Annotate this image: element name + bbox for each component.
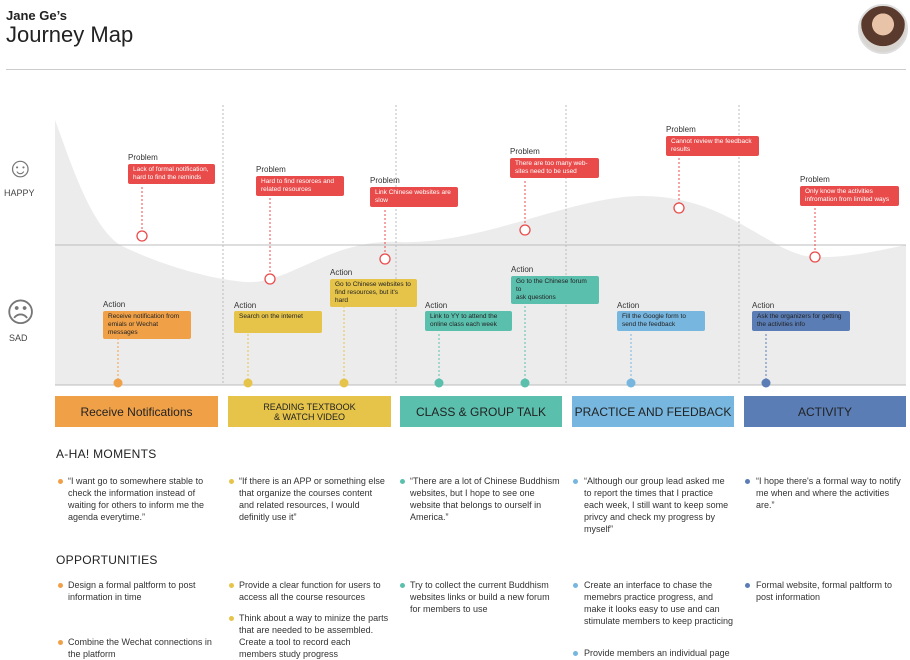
problem-point <box>136 230 148 242</box>
happy-label: HAPPY <box>4 188 35 198</box>
problem-box: Link Chinese websites are slow <box>370 187 458 207</box>
problem-label: Problem <box>510 147 540 156</box>
action-box: Go to Chinese websites to find resources… <box>330 279 417 307</box>
bullet <box>58 583 63 588</box>
action-box: Fill the Google form to send the feedbac… <box>617 311 705 331</box>
action-point <box>243 378 253 388</box>
action-point <box>339 378 349 388</box>
bullet <box>400 583 405 588</box>
action-point <box>761 378 771 388</box>
smile-icon: ☺ <box>6 152 35 183</box>
avatar <box>858 4 908 54</box>
problem-label: Problem <box>256 165 286 174</box>
opportunity-item: Formal website, formal paltform to post … <box>756 580 893 602</box>
opportunity-item: Provide a clear function for users to ac… <box>239 580 381 602</box>
header-divider <box>6 69 906 70</box>
aha-moments-title: A-HA! MOMENTS <box>56 447 157 461</box>
action-label: Action <box>617 301 640 310</box>
action-label: Action <box>234 301 257 310</box>
bullet <box>229 583 234 588</box>
bullet <box>58 479 63 484</box>
stage-label: ACTIVITY <box>797 404 852 419</box>
bullet <box>573 583 578 588</box>
opportunity-item: Try to collect the current Buddhism webs… <box>410 580 550 614</box>
action-box: Link to YY to attend the online class ea… <box>425 311 512 331</box>
aha-item: “I hope there's a formal way to notify m… <box>756 476 901 510</box>
map-owner: Jane Ge’s <box>6 8 67 23</box>
problem-point <box>519 224 531 236</box>
problem-point <box>379 253 391 265</box>
problem-point <box>264 273 276 285</box>
opportunity-item: Create an interface to chase the memebrs… <box>584 580 734 626</box>
problem-point <box>809 251 821 263</box>
bullet <box>573 479 578 484</box>
problem-label: Problem <box>666 125 696 134</box>
problem-label: Problem <box>800 175 830 184</box>
bullet <box>573 651 578 656</box>
action-label: Action <box>425 301 448 310</box>
stage-label: CLASS & GROUP TALK <box>415 404 547 419</box>
aha-item: “If there is an APP or something else th… <box>239 476 385 522</box>
problem-box: There are too many web- sites need to be… <box>510 158 599 178</box>
emotion-curve-chart <box>55 105 906 388</box>
action-label: Action <box>511 265 534 274</box>
stage-practice-feedback: PRACTICE AND FEEDBACK <box>572 396 734 427</box>
frown-icon: ☹ <box>6 297 36 328</box>
opportunity-item: Design a formal paltform to post informa… <box>68 580 196 602</box>
aha-item: “I want go to somewhere stable to check … <box>68 476 205 522</box>
action-box: Ask the organizers for getting the activ… <box>752 311 850 331</box>
action-point <box>434 378 444 388</box>
problem-label: Problem <box>370 176 400 185</box>
bullet <box>400 479 405 484</box>
action-point <box>626 378 636 388</box>
problem-box: Cannot review the feedback results <box>666 136 759 156</box>
problem-point <box>673 202 685 214</box>
action-box: Go to the Chinese forum to ask questions <box>511 276 599 304</box>
bullet <box>229 616 234 621</box>
action-box: Receive notification from emials or Wech… <box>103 311 191 339</box>
opportunity-item: Combine the Wechat connections in the pl… <box>68 637 212 659</box>
problem-box: Lack of formal notification, hard to fin… <box>128 164 215 184</box>
bullet <box>745 479 750 484</box>
aha-item: “Although our group lead asked me to rep… <box>584 476 729 534</box>
stage-reading-textbook: READING TEXTBOOK & WATCH VIDEO <box>228 396 391 427</box>
aha-item: “There are a lot of Chinese Buddhism web… <box>410 476 560 522</box>
bullet <box>745 583 750 588</box>
sad-label: SAD <box>9 333 28 343</box>
bullet <box>58 640 63 645</box>
action-box: Search on the internet <box>234 311 322 333</box>
stage-label: PRACTICE AND FEEDBACK <box>574 404 732 419</box>
action-point <box>113 378 123 388</box>
action-label: Action <box>330 268 353 277</box>
opportunity-item: Provide members an individual page <box>584 648 730 658</box>
action-label: Action <box>103 300 126 309</box>
problem-box: Hard to find resorces and related resour… <box>256 176 344 196</box>
problem-box: Only know the activities infromation fro… <box>800 186 899 206</box>
action-label: Action <box>752 301 775 310</box>
problem-label: Problem <box>128 153 158 162</box>
bullet <box>229 479 234 484</box>
page-title: Journey Map <box>6 22 134 47</box>
stage-class-group-talk: CLASS & GROUP TALK <box>400 396 562 427</box>
stage-label: READING TEXTBOOK & WATCH VIDEO <box>263 401 356 422</box>
stage-receive-notifications: Receive Notifications <box>55 396 218 427</box>
stage-activity: ACTIVITY <box>744 396 906 427</box>
stage-label: Receive Notifications <box>80 404 193 419</box>
opportunities-title: OPPORTUNITIES <box>56 553 158 567</box>
opportunity-item: Think about a way to minize the parts th… <box>239 613 389 659</box>
action-point <box>520 378 530 388</box>
